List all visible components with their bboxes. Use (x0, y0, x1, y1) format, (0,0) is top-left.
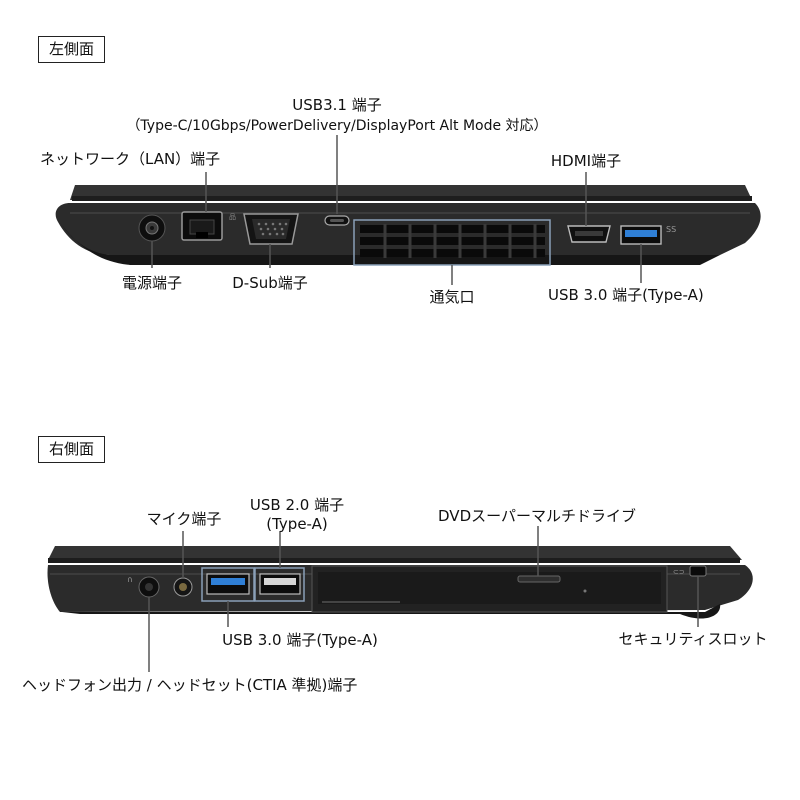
label-usb20-line2: (Type-A) (266, 515, 328, 533)
label-usb30-right: USB 3.0 端子(Type-A) (222, 631, 378, 649)
headphone-jack (138, 576, 160, 598)
dsub-port (243, 213, 299, 245)
label-headphone: ヘッドフォン出力 / ヘッドセット(CTIA 準拠)端子 (22, 676, 358, 694)
label-dvd: DVDスーパーマルチドライブ (438, 507, 636, 525)
air-vent (353, 219, 551, 266)
label-power: 電源端子 (121, 274, 183, 292)
svg-text:品: 品 (229, 213, 236, 221)
label-vent: 通気口 (429, 288, 475, 306)
label-hdmi: HDMI端子 (550, 152, 622, 170)
svg-text:∩: ∩ (127, 575, 133, 584)
label-usb20-line1: USB 2.0 端子 (249, 496, 345, 514)
dvd-drive (311, 565, 668, 613)
usb3-port-right (201, 567, 255, 602)
label-usb31-line1: USB3.1 端子 (292, 96, 382, 114)
label-usb30-left: USB 3.0 端子(Type-A) (548, 286, 704, 304)
label-security: セキュリティスロット (618, 630, 768, 648)
left-side-title: 左側面 (38, 36, 106, 63)
label-mic: マイク端子 (146, 510, 222, 528)
svg-text:SS: SS (666, 225, 676, 234)
label-usb31-line2: （Type-C/10Gbps/PowerDelivery/DisplayPort… (126, 118, 548, 134)
lan-port (181, 211, 223, 241)
usb-c-port (324, 215, 350, 226)
label-lan: ネットワーク（LAN）端子 (40, 150, 221, 168)
hdmi-port (567, 225, 611, 243)
label-dsub: D-Sub端子 (232, 274, 308, 292)
svg-text:⊂⊃: ⊂⊃ (673, 568, 685, 576)
mic-jack (173, 577, 193, 597)
right-side-title: 右側面 (38, 436, 106, 463)
